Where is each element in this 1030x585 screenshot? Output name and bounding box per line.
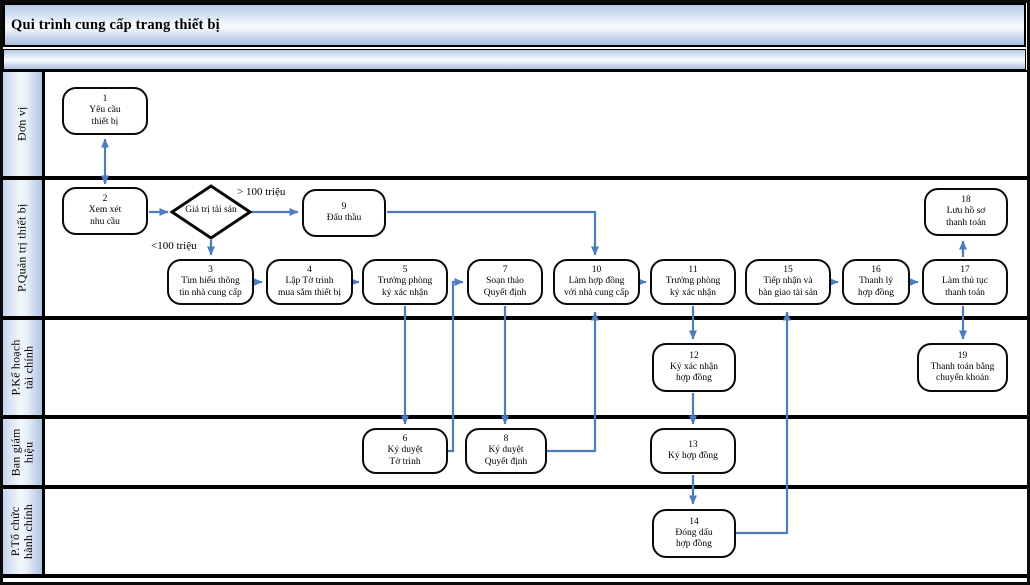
node-4-label: 4 Lập Tờ trình mua sắm thiết bị (277, 265, 342, 298)
node-17: 17 Làm thủ tục thanh toán (922, 259, 1008, 305)
node-12-label: 12 Ký xác nhận hợp đồng (669, 350, 718, 384)
lane-to-chuc-hanh-chinh: P.Tổ chức hành chính (3, 485, 1027, 578)
node-8-label: 8 Ký duyệt Quyết định (484, 434, 528, 467)
lane-body-don-vi (45, 72, 1027, 176)
lane-header-quan-tri-thiet-bi: P.Quản trị thiết bị (3, 180, 45, 316)
node-8: 8 Ký duyệt Quyết định (465, 428, 547, 474)
node-14: 14 Đóng dấu hợp đồng (652, 509, 736, 558)
node-11-label: 11 Trưởng phòng ký xác nhận (665, 265, 721, 298)
node-7-label: 7 Soạn thảo Quyết định (483, 265, 527, 298)
diagram-title-bar: Qui trình cung cấp trang thiết bị (3, 3, 1026, 47)
node-19: 19 Thanh toán bằng chuyển khoản (917, 343, 1008, 392)
node-12: 12 Ký xác nhận hợp đồng (652, 343, 736, 392)
node-4: 4 Lập Tờ trình mua sắm thiết bị (266, 259, 353, 305)
arrow-6-7 (448, 278, 464, 453)
node-2: 2 Xem xét nhu cầu (62, 187, 148, 235)
node-18-label: 18 Lưu hồ sơ thanh toán (946, 195, 986, 228)
node-6: 6 Ký duyệt Tờ trình (362, 428, 448, 474)
node-11: 11 Trưởng phòng ký xác nhận (650, 259, 736, 305)
node-10-label: 10 Làm hợp đồng với nhà cung cấp (564, 265, 629, 298)
node-6-label: 6 Ký duyệt Tờ trình (387, 434, 423, 467)
lane-header-to-chuc-hanh-chinh: P.Tổ chức hành chính (3, 489, 45, 574)
diagram-title: Qui trình cung cấp trang thiết bị (11, 16, 220, 33)
node-14-label: 14 Đóng dấu hợp đồng (675, 516, 713, 550)
node-13-label: 13 Ký hợp đồng (668, 439, 718, 461)
node-3: 3 Tìm hiểu thông tin nhà cung cấp (167, 259, 254, 305)
lane-don-vi: Đơn vị (3, 70, 1027, 176)
branch-label-over-100: > 100 triệu (237, 186, 286, 198)
node-10: 10 Làm hợp đồng với nhà cung cấp (553, 259, 640, 305)
lane-header-don-vi: Đơn vị (3, 72, 45, 176)
lane-body-ke-hoach-tai-chinh (45, 320, 1027, 415)
node-19-label: 19 Thanh toán bằng chuyển khoản (930, 350, 995, 384)
node-3-label: 3 Tìm hiểu thông tin nhà cung cấp (179, 265, 242, 298)
arrow-8-10 (547, 311, 599, 453)
decision-label: Giá trị tài sản (185, 205, 237, 215)
node-9-label: 9 Đấu thầu (326, 201, 362, 223)
header-spacer-row (3, 49, 1026, 70)
node-15-label: 15 Tiếp nhận và bàn giao tài sản (758, 265, 818, 298)
node-17-label: 17 Làm thủ tục thanh toán (942, 265, 988, 298)
node-5: 5 Trưởng phòng ký xác nhận (362, 259, 448, 305)
node-13: 13 Ký hợp đồng (650, 428, 736, 474)
node-2-label: 2 Xem xét nhu cầu (88, 194, 122, 227)
lane-header-ke-hoach-tai-chinh: P.Kế hoạch tài chính (3, 320, 45, 415)
node-1: 1 Yêu cầu thiết bị (62, 87, 148, 135)
node-16-label: 16 Thanh lý hợp đồng (858, 265, 894, 298)
node-9: 9 Đấu thầu (302, 189, 386, 237)
node-18: 18 Lưu hồ sơ thanh toán (924, 188, 1008, 236)
node-1-label: 1 Yêu cầu thiết bị (89, 94, 121, 127)
lane-header-ban-giam-hieu: Ban giám hiệu (3, 419, 45, 485)
node-16: 16 Thanh lý hợp đồng (842, 259, 910, 305)
lane-ke-hoach-tai-chinh: P.Kế hoạch tài chính (3, 316, 1027, 415)
arrow-14-15 (736, 311, 791, 535)
node-7: 7 Soạn thảo Quyết định (467, 259, 543, 305)
node-15: 15 Tiếp nhận và bàn giao tài sản (745, 259, 831, 305)
arrow-9-10 (387, 210, 599, 256)
lane-body-to-chuc-hanh-chinh (45, 489, 1027, 574)
node-5-label: 5 Trưởng phòng ký xác nhận (377, 265, 433, 298)
decision-diamond (169, 184, 253, 240)
branch-label-under-100: <100 triệu (151, 240, 197, 252)
